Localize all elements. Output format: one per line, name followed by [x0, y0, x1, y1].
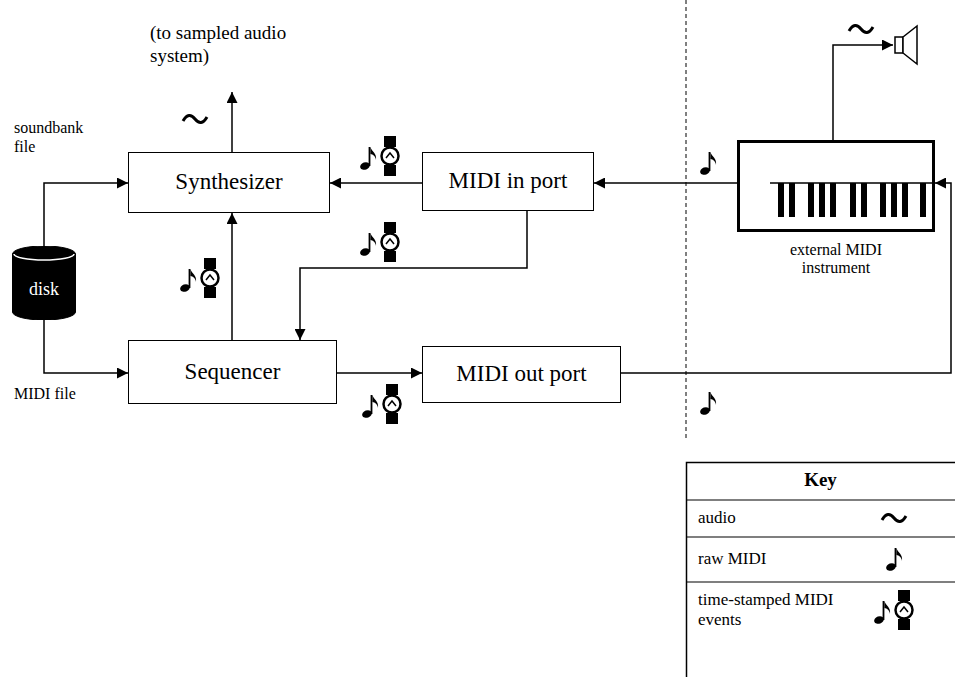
midi-note-symbol [699, 152, 716, 176]
midi-instrument: external MIDI instrument [737, 140, 935, 232]
legend-sample [886, 546, 908, 574]
speaker-wire [833, 45, 893, 140]
node-label: Synthesizer [175, 169, 282, 195]
timestamp-symbol [359, 136, 398, 176]
port-box: MIDI out port [422, 346, 621, 403]
boundary-dashed-line [686, 0, 687, 440]
node-label: Sequencer [185, 359, 281, 385]
timestamp-symbol [179, 258, 218, 298]
legend-label: time-stamped MIDI events [698, 590, 848, 631]
legend-label: raw MIDI [698, 549, 848, 569]
legend-symbol [882, 514, 906, 521]
timestamp-symbol [361, 384, 400, 424]
speaker-body [895, 37, 903, 53]
node-label: MIDI in port [449, 168, 568, 194]
speaker-cone [903, 26, 917, 64]
disk-body [13, 246, 76, 320]
legend-symbol [885, 548, 902, 572]
legend-sample [874, 590, 916, 632]
audio-symbol [183, 115, 207, 122]
legend-symbol [873, 590, 912, 630]
audio-symbol [849, 25, 873, 32]
keyboard-keys [740, 143, 932, 229]
connector-arrow [337, 372, 422, 374]
black-key [850, 183, 856, 217]
black-key [880, 183, 886, 217]
black-key [861, 183, 867, 217]
legend-row: audio [686, 500, 955, 537]
black-key [778, 183, 784, 217]
connector-arrow [594, 182, 737, 184]
legend-row: raw MIDI [686, 537, 955, 582]
connector-arrow [300, 211, 527, 340]
output-note: (to sampled audio system) [150, 22, 340, 68]
key-divider [686, 536, 955, 537]
connector-arrow [330, 182, 422, 184]
black-key [808, 183, 814, 217]
black-key [891, 183, 897, 217]
key-divider [686, 499, 955, 500]
key-frame [687, 463, 955, 677]
black-key [830, 183, 836, 217]
process-box: Synthesizer [128, 152, 330, 213]
disk-cylinder: disk [12, 246, 76, 320]
process-box: Sequencer [128, 340, 337, 404]
instrument-label: external MIDI instrument [766, 241, 906, 278]
connector-arrow [231, 213, 233, 340]
key-title: Key [686, 469, 955, 492]
file-label: MIDI file [14, 384, 76, 403]
port-box: MIDI in port [422, 152, 594, 211]
connector-arrow [44, 183, 128, 246]
legend-sample [881, 513, 911, 525]
file-label: soundbank file [14, 118, 92, 156]
midi-note-symbol [699, 392, 716, 416]
timestamp-symbol [359, 222, 398, 262]
black-key [920, 183, 926, 217]
legend-row: time-stamped MIDI events [686, 582, 955, 677]
disk-rim [14, 254, 74, 260]
node-label: disk [29, 279, 59, 300]
key-divider [686, 581, 955, 582]
node-label: MIDI out port [456, 361, 586, 387]
black-key [902, 183, 908, 217]
connector-arrow [44, 320, 128, 373]
legend-label: audio [698, 508, 848, 528]
black-key [819, 183, 825, 217]
black-key [789, 183, 795, 217]
audio-out-arrow [231, 92, 233, 152]
